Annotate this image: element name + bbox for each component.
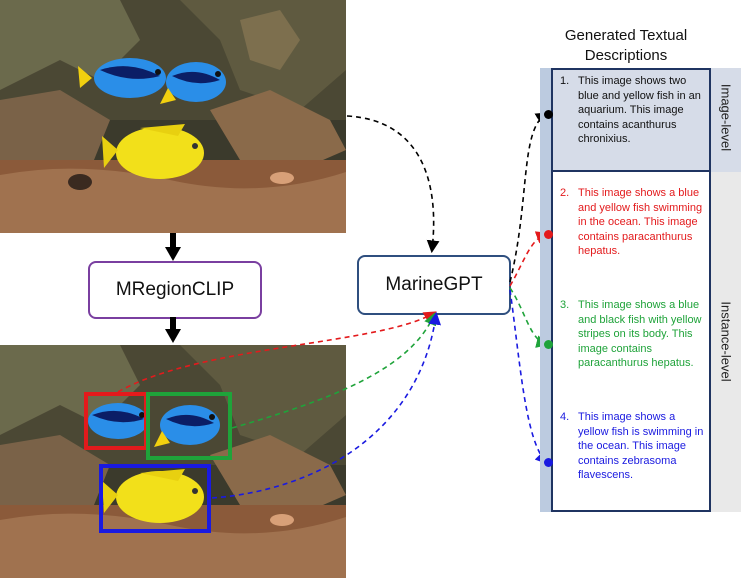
image-level-label: Image-level bbox=[718, 83, 734, 152]
mregionclip-node: MRegionCLIP bbox=[88, 261, 262, 319]
arrow-to-region-image bbox=[165, 317, 181, 343]
panel-strip bbox=[540, 68, 552, 512]
description-text: This image shows a blue and yellow fish … bbox=[578, 187, 703, 257]
green-region-box bbox=[146, 392, 232, 460]
panel-heading: Generated Textual Descriptions bbox=[540, 26, 712, 66]
mregionclip-label: MRegionCLIP bbox=[115, 279, 235, 300]
connector-dot-blue bbox=[544, 458, 553, 467]
instance-level-side bbox=[711, 172, 741, 512]
description-number: 1. bbox=[560, 75, 570, 87]
description-text: This image shows two blue and yellow fis… bbox=[578, 75, 701, 145]
arrow-to-mregionclip bbox=[165, 233, 181, 261]
input-image bbox=[0, 0, 346, 233]
marinegpt-node: MarineGPT bbox=[357, 255, 511, 315]
connector-dot-red bbox=[544, 230, 553, 239]
description-number: 2. bbox=[560, 187, 570, 199]
description-number: 3. bbox=[560, 299, 570, 311]
panel-heading-line1: Generated Textual bbox=[564, 27, 688, 44]
instance-level-label: Instance-level bbox=[718, 301, 734, 382]
description-text: This image shows a yellow fish is swimmi… bbox=[578, 411, 704, 481]
connector-dot-black bbox=[544, 110, 553, 119]
image-level-side bbox=[711, 68, 741, 172]
connector-dot-green bbox=[544, 340, 553, 349]
blue-region-box bbox=[99, 464, 211, 533]
region-image bbox=[0, 345, 346, 578]
panel-heading-line2: Descriptions bbox=[584, 47, 668, 64]
image-level-section bbox=[551, 68, 711, 172]
description-number: 4. bbox=[560, 411, 570, 423]
description-text: This image shows a blue and black fish w… bbox=[578, 299, 702, 369]
marinegpt-label: MarineGPT bbox=[385, 274, 483, 295]
